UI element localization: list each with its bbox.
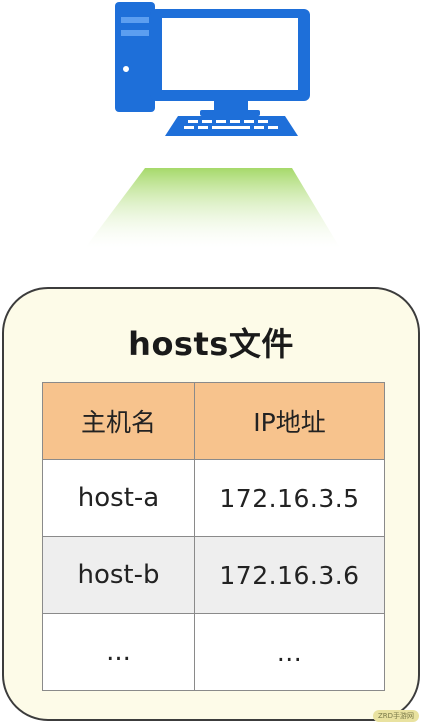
table-header-row: 主机名 IP地址 — [42, 382, 385, 460]
hosts-table: 主机名 IP地址 host-a 172.16.3.5 host-b 172.16… — [42, 382, 385, 691]
cell-hostname: ... — [42, 613, 195, 691]
cell-hostname: host-a — [42, 459, 195, 537]
computer-icon — [115, 2, 310, 136]
card-title: hosts文件 — [128, 325, 294, 363]
cell-ip: 172.16.3.5 — [194, 459, 385, 537]
column-header-hostname: 主机名 — [42, 382, 195, 460]
table-row: host-b 172.16.3.6 — [42, 536, 385, 614]
table-row: ... ... — [42, 613, 385, 691]
computer-tower — [115, 2, 155, 112]
cell-ip: 172.16.3.6 — [194, 536, 385, 614]
table-row: host-a 172.16.3.5 — [42, 459, 385, 537]
watermark: ZRD手游网 — [372, 710, 419, 722]
cell-hostname: host-b — [42, 536, 195, 614]
hosts-file-card: hosts文件 主机名 IP地址 host-a 172.16.3.5 host-… — [2, 287, 420, 721]
connection-beam — [85, 168, 340, 248]
column-header-ip: IP地址 — [194, 382, 385, 460]
cell-ip: ... — [194, 613, 385, 691]
